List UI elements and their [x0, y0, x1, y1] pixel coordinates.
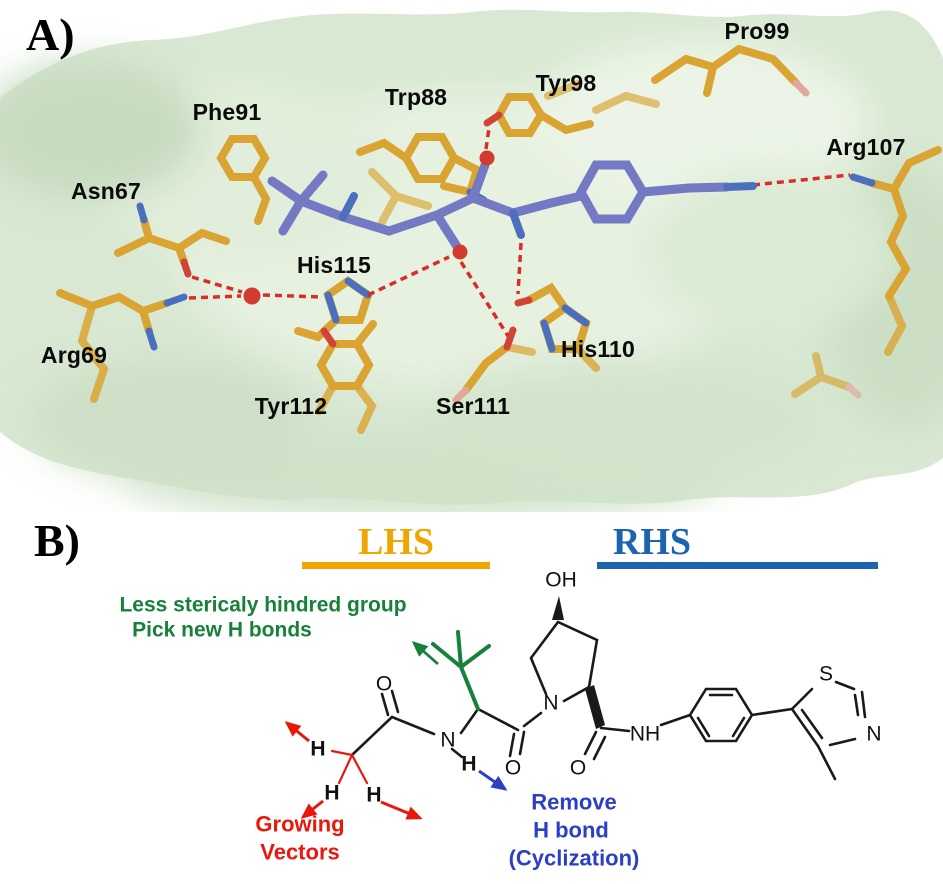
- rhs-header: RHS: [613, 521, 691, 563]
- residue-label-pro99: Pro99: [724, 18, 790, 44]
- red-note-line1: Growing: [255, 812, 344, 837]
- ligand-hydroxyl-oxygen: [452, 244, 468, 260]
- methyl-ch-bonds: [330, 749, 369, 785]
- residue-label-arg69: Arg69: [40, 342, 108, 368]
- tert-butyl-green-group: [431, 630, 491, 711]
- atom-n-thiazole: N: [866, 723, 881, 746]
- blue-note-line3: (Cyclization): [509, 846, 640, 871]
- lhs-header: LHS: [358, 521, 434, 563]
- residue-label-his110: His110: [560, 336, 636, 362]
- residue-label-trp88: Trp88: [384, 84, 448, 110]
- panel-b-structure-annotation: LHS RHS Less stericaly hindred group Pic…: [0, 512, 943, 884]
- panel-a-binding-site: A) Pro99 Tyr98 Trp88 Phe91 Asn67 Arg107 …: [0, 9, 943, 512]
- panel-a-label: A): [26, 9, 75, 60]
- atom-h-blue: H: [461, 753, 476, 776]
- atom-h-red-2: H: [324, 782, 339, 805]
- residue-sticks-his115: [294, 276, 373, 342]
- wedge-bond-amide: [585, 685, 605, 729]
- atom-nh: NH: [630, 723, 660, 746]
- red-arrow-downright: [380, 800, 423, 820]
- residue-label-arg107: Arg107: [826, 134, 906, 160]
- atom-o-amide1: O: [505, 757, 521, 780]
- atom-n-ring: N: [543, 692, 558, 715]
- residue-label-ser111: Ser111: [435, 393, 511, 419]
- atom-s-thiazole: S: [819, 663, 833, 686]
- residue-label-tyr112: Tyr112: [254, 393, 328, 419]
- ligand-sticks: [267, 150, 757, 260]
- residue-sticks-arg69: [56, 289, 188, 403]
- red-arrow-downleft: [300, 799, 324, 819]
- atom-h-red-1: H: [310, 738, 325, 761]
- blue-note-line1: Remove: [531, 790, 617, 815]
- ligand-carbonyl-oxygen: [479, 150, 495, 166]
- residue-label-tyr98: Tyr98: [535, 70, 597, 96]
- panel-b-label: B): [34, 515, 80, 566]
- atom-n-amide: N: [440, 729, 455, 752]
- residue-sticks-his110: [514, 282, 600, 372]
- skeleton-bonds: [350, 596, 867, 781]
- binding-site-render: [0, 9, 943, 512]
- residue-sticks-phe91: [216, 135, 271, 225]
- residue-sticks-tyr98: [483, 93, 594, 137]
- red-arrow-upleft: [284, 721, 310, 743]
- hydrogen-bond-dashes: [188, 127, 851, 337]
- residue-label-his115: His115: [296, 252, 372, 278]
- wedge-bond-oh: [552, 596, 564, 620]
- residue-sticks-tyr112: [315, 320, 377, 434]
- residue-label-asn67: Asn67: [70, 178, 142, 204]
- background-residue-sticks: [368, 80, 862, 399]
- atom-h-red-3: H: [366, 784, 381, 807]
- atom-oh: OH: [545, 569, 577, 592]
- lhs-underline-bar: [302, 562, 490, 569]
- residue-sticks-asn67: [114, 202, 230, 278]
- water-molecule: [243, 287, 261, 305]
- residue-sticks-ser111: [452, 326, 536, 404]
- residue-label-phe91: Phe91: [192, 99, 262, 125]
- green-note-line1: Less stericaly hindred group: [119, 594, 406, 617]
- red-note-line2: Vectors: [260, 840, 340, 865]
- green-arrow: [411, 641, 439, 666]
- atom-o-acetyl: O: [376, 673, 392, 696]
- residue-sticks-arg107: [849, 146, 942, 356]
- atom-o-amide2: O: [570, 757, 586, 780]
- chemical-structure: LHS RHS Less stericaly hindred group Pic…: [119, 521, 881, 871]
- rhs-underline-bar: [597, 562, 878, 569]
- blue-arrow: [478, 769, 508, 791]
- blue-note-line2: H bond: [533, 818, 609, 843]
- green-note-line2: Pick new H bonds: [132, 619, 312, 642]
- residue-sticks-pro99: [651, 44, 810, 97]
